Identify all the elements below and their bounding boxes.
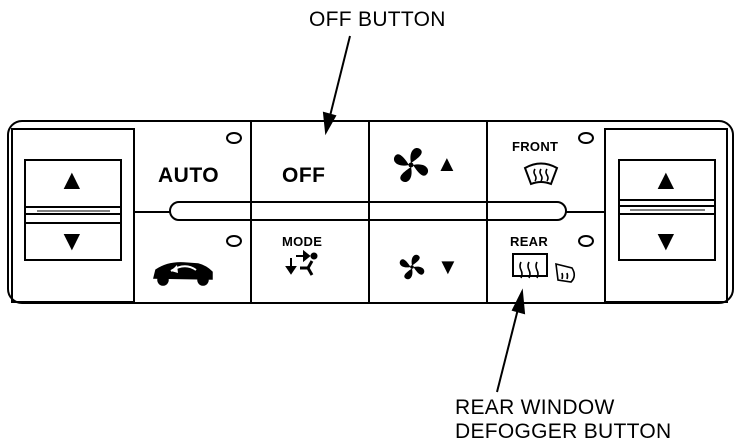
- left-temp-up-button[interactable]: ▲: [58, 164, 86, 195]
- left-temp-down-button[interactable]: ▼: [58, 225, 86, 256]
- mode-button[interactable]: MODE: [282, 234, 323, 249]
- off-button-callout: OFF BUTTON: [309, 8, 446, 31]
- off-button-leader: [322, 35, 351, 136]
- fan-speed-down-icon: [399, 254, 425, 280]
- front-defrost-button[interactable]: FRONT: [512, 139, 559, 154]
- rear-defogger-leader: [496, 288, 526, 393]
- recirculation-car-icon: [153, 262, 213, 286]
- auto-button[interactable]: AUTO: [158, 164, 220, 187]
- rear-defogger-callout-line2: DEFOGGER BUTTON: [455, 420, 672, 443]
- rear-defogger-button[interactable]: REAR: [510, 234, 549, 249]
- fan-speed-up-arrow[interactable]: ▲: [436, 151, 458, 176]
- right-temp-up-button[interactable]: ▲: [652, 164, 680, 195]
- right-temp-down-button[interactable]: ▼: [652, 225, 680, 256]
- indicator-light-icon: [578, 132, 594, 144]
- front-defrost-icon: [523, 162, 559, 186]
- off-button[interactable]: OFF: [282, 164, 326, 187]
- right-temp-block: [604, 128, 728, 303]
- mode-vent-icon: [285, 249, 318, 276]
- indicator-light-icon: [226, 132, 242, 144]
- rear-defogger-icon: [512, 253, 548, 279]
- right-rocker-frame: [618, 159, 716, 261]
- left-rocker-frame: [24, 159, 122, 261]
- rear-defogger-callout-line1: REAR WINDOW: [455, 396, 615, 419]
- fan-speed-down-arrow[interactable]: ▼: [437, 254, 459, 279]
- left-temp-block: [11, 128, 135, 303]
- fan-speed-up-icon: [393, 147, 429, 183]
- mirror-defrost-icon: [555, 262, 576, 283]
- panel-outer-frame: [7, 120, 734, 304]
- indicator-light-icon: [578, 235, 594, 247]
- indicator-light-icon: [226, 235, 242, 247]
